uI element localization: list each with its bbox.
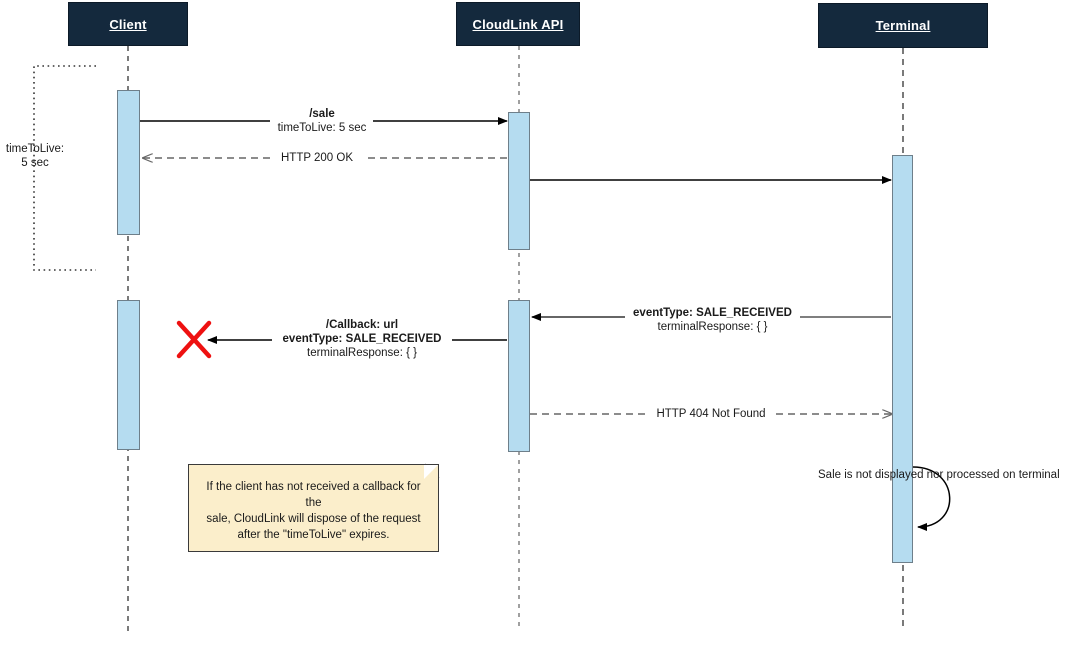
note-line-2: sale, CloudLink will dispose of the requ…: [206, 513, 421, 525]
time-to-live-label: timeToLive: 5 sec: [2, 142, 68, 170]
message-line: HTTP 200 OK: [280, 152, 353, 164]
time-to-live-line-2: 5 sec: [21, 157, 49, 169]
note-line-3: after the "timeToLive" expires.: [237, 529, 390, 541]
activation-cloudlink-2: [508, 300, 530, 452]
message-label-callback-to-client: /Callback: url eventType: SALE_RECEIVED …: [262, 318, 462, 360]
activation-terminal-1: [892, 155, 913, 563]
activation-client-1: [117, 90, 140, 235]
self-loop-text: Sale is not displayed nor processed on t…: [818, 469, 1060, 481]
callback-failure-x-icon: [176, 320, 212, 359]
note-line-1: If the client has not received a callbac…: [206, 481, 421, 509]
note-fold-icon: [424, 465, 438, 479]
note-timetolive: If the client has not received a callbac…: [188, 464, 439, 552]
message-label-sale-received: eventType: SALE_RECEIVED terminalRespons…: [610, 306, 815, 334]
actor-header-cloudlink[interactable]: CloudLink API: [456, 2, 580, 46]
message-line: eventType: SALE_RECEIVED: [633, 307, 792, 319]
actor-header-terminal[interactable]: Terminal: [818, 3, 988, 48]
message-label-http-404: HTTP 404 Not Found: [640, 407, 782, 421]
message-line: terminalResponse: { }: [657, 321, 768, 333]
arrow-terminal-self-loop: [912, 466, 951, 531]
message-line: HTTP 404 Not Found: [656, 408, 766, 420]
actor-label-cloudlink: CloudLink API: [472, 16, 564, 32]
time-to-live-bracket: [33, 65, 96, 271]
activation-cloudlink-1: [508, 112, 530, 250]
message-label-sale-request: /sale timeToLive: 5 sec: [222, 107, 422, 135]
message-line: terminalResponse: { }: [307, 347, 417, 359]
message-line: /sale: [309, 108, 335, 120]
actor-label-client: Client: [109, 16, 147, 32]
message-line: eventType: SALE_RECEIVED: [282, 333, 442, 345]
message-line: timeToLive: 5 sec: [277, 122, 367, 134]
actor-header-client[interactable]: Client: [68, 2, 188, 46]
message-label-http-200-ok: HTTP 200 OK: [247, 151, 387, 165]
time-to-live-line-1: timeToLive:: [5, 143, 65, 155]
terminal-self-loop-label: Sale is not displayed nor processed on t…: [818, 469, 1060, 481]
message-line: /Callback: url: [325, 319, 399, 331]
activation-client-2: [117, 300, 140, 450]
actor-label-terminal: Terminal: [875, 18, 931, 33]
